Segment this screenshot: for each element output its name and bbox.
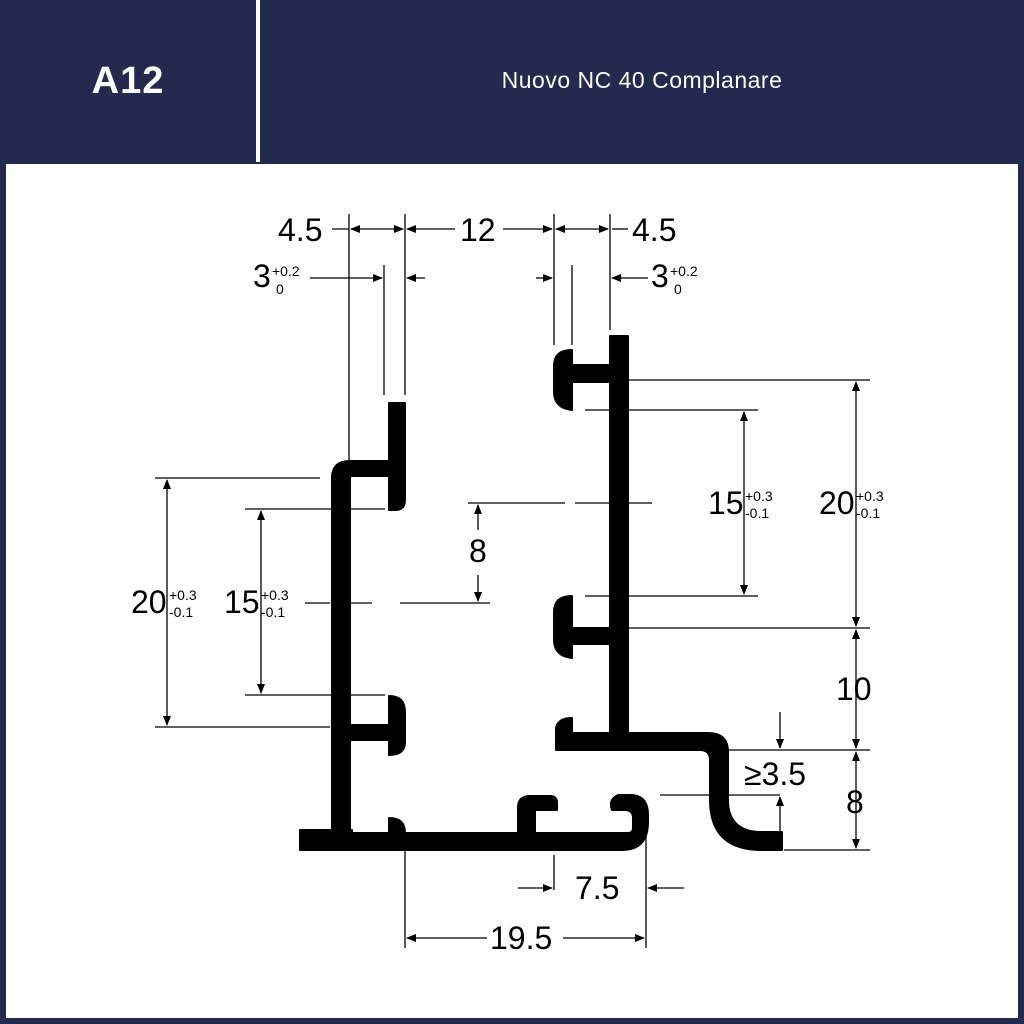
profile-section (299, 335, 783, 851)
right-lower-lip (555, 717, 573, 736)
profile-code: A12 (91, 59, 165, 102)
left-lower-lip (388, 695, 406, 756)
right-top-tab (569, 364, 613, 383)
label-right-slot-sup: +0.2 (670, 263, 698, 279)
dimension-lines (163, 225, 860, 942)
label-right-outer-sub: -0.1 (856, 505, 880, 521)
profile-drawing: 4.5 12 4.5 3 +0.2 0 3 +0.2 0 20 +0.3 -0.… (131, 212, 884, 956)
label-right-slot-sub: 0 (674, 281, 682, 297)
label-left-outer: 20 (131, 584, 167, 620)
label-left-slot: 3 (253, 258, 271, 294)
label-left-lip: 4.5 (278, 212, 322, 248)
label-right-lip: 4.5 (632, 212, 676, 248)
label-left-outer-sup: +0.3 (169, 587, 197, 603)
label-right-inner-sup: +0.3 (745, 488, 773, 504)
label-bottom-width: 19.5 (490, 920, 552, 956)
extension-lines (155, 214, 870, 948)
label-center-offset: 8 (469, 533, 487, 569)
left-wall (331, 460, 393, 839)
profile-title: Nuovo NC 40 Complanare (501, 66, 783, 93)
left-upper-lip (388, 402, 406, 511)
label-left-inner: 15 (224, 584, 260, 620)
label-hook-height: 8 (846, 784, 864, 820)
label-right-outer: 20 (819, 485, 855, 521)
label-right-outer-sup: +0.3 (856, 488, 884, 504)
right-mid-tab (569, 627, 613, 645)
right-mid-lip (553, 595, 573, 659)
left-lower-tab (349, 724, 393, 741)
right-step (555, 732, 783, 851)
label-top-gap: 12 (460, 212, 496, 248)
header-divider (256, 0, 260, 162)
bottom-left-stub (388, 817, 406, 834)
label-left-slot-sup: +0.2 (272, 263, 300, 279)
right-top-lip (553, 349, 573, 411)
dimension-labels: 4.5 12 4.5 3 +0.2 0 3 +0.2 0 20 +0.3 -0.… (131, 212, 884, 956)
label-right-slot: 3 (651, 258, 669, 294)
label-right-step: 10 (836, 671, 872, 707)
label-left-inner-sub: -0.1 (261, 604, 285, 620)
label-left-slot-sub: 0 (276, 281, 284, 297)
bottom-channel (349, 794, 649, 851)
label-left-outer-sub: -0.1 (169, 604, 193, 620)
label-right-inner-sub: -0.1 (745, 505, 769, 521)
right-wall (609, 335, 629, 734)
bottom-mid-tab (517, 795, 558, 834)
label-right-inner: 15 (708, 485, 744, 521)
label-bottom-slot: 7.5 (575, 870, 619, 906)
bottom-flange (299, 829, 353, 851)
label-hook-gap: ≥3.5 (744, 756, 806, 792)
drawing-panel: 4.5 12 4.5 3 +0.2 0 3 +0.2 0 20 +0.3 -0.… (6, 164, 1018, 1018)
label-left-inner-sup: +0.3 (261, 587, 289, 603)
